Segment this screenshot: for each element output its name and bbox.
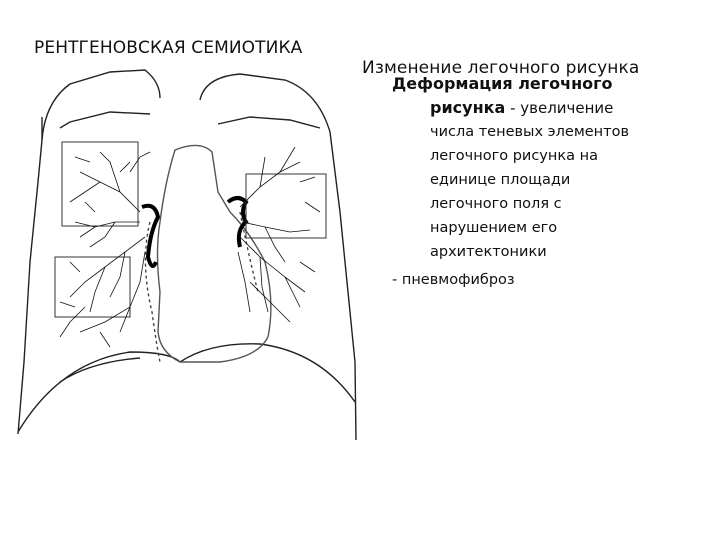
heading-line1: Деформация легочного <box>392 74 613 93</box>
heading-rest: - увеличение <box>505 99 614 117</box>
lung-pattern-left <box>59 151 151 348</box>
desc-line: легочного рисунка на <box>430 148 598 164</box>
text-content: Деформация легочного рисунка - увеличени… <box>392 72 702 292</box>
desc-line: единице площади <box>430 172 571 188</box>
lung-pattern-right <box>237 146 321 323</box>
heading-line2: рисунка <box>430 98 506 117</box>
zone-box-right <box>245 173 327 239</box>
heart-outline <box>156 144 272 363</box>
zone-box-left-lower <box>54 256 131 318</box>
title-right: Изменение легочного рисунка <box>362 58 640 78</box>
zone-box-left-upper <box>61 141 139 227</box>
bullet-pneumofibrosis: - пневмофиброз <box>392 272 515 288</box>
definition-description: числа теневых элементов легочного рисунк… <box>392 120 702 264</box>
heading-line2-wrap: рисунка - увеличение <box>392 96 702 120</box>
desc-line: легочного поля с <box>430 196 562 212</box>
title-left: РЕНТГЕНОВСКАЯ СЕМИОТИКА <box>34 38 303 58</box>
definition-heading: Деформация легочного рисунка - увеличени… <box>392 72 702 120</box>
desc-line: нарушением его <box>430 220 558 236</box>
desc-line: архитектоники <box>430 244 547 260</box>
desc-line: числа теневых элементов <box>430 124 630 140</box>
slide-title: РЕНТГЕНОВСКАЯ СЕМИОТИКА Изменение легочн… <box>0 18 720 78</box>
chest-xray-diagram <box>17 69 357 441</box>
thorax-outline <box>41 69 161 141</box>
